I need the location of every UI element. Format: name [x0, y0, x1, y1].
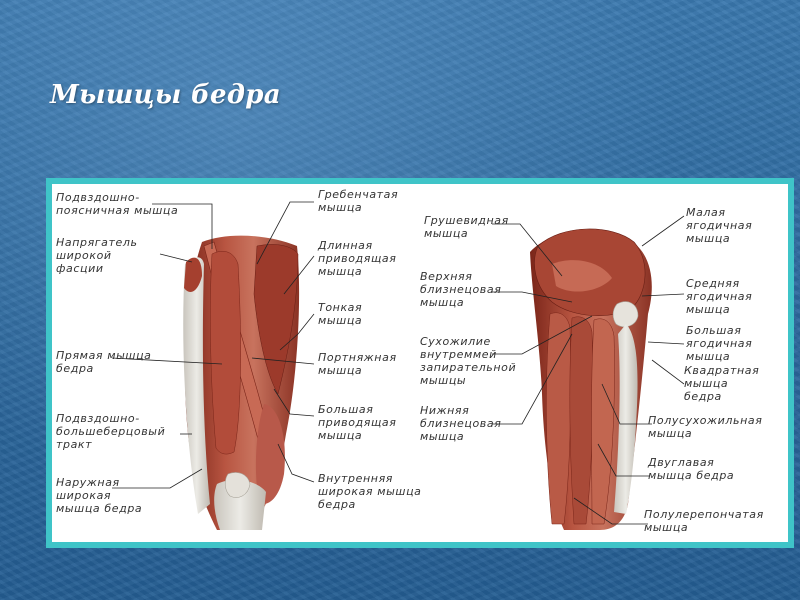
label-iliotibial-tract: Подвздошно- большеберцовый тракт — [56, 412, 166, 451]
label-obturator-internus-tendon: Сухожилие внутреммей запирательной мышцы — [420, 335, 517, 387]
label-gluteus-medius: Средняя ягодичная мышца — [686, 277, 753, 316]
piriformis-shape — [552, 260, 612, 292]
label-gluteus-maximus: Большая ягодичная мышца — [686, 324, 753, 363]
adductor-shape — [253, 244, 299, 395]
anterior-thigh-figure — [183, 235, 300, 530]
biceps-shape — [591, 318, 615, 525]
label-piriformis: Грушевидная мышца — [424, 214, 509, 240]
label-biceps-femoris: Двуглавая мышца бедра — [648, 456, 735, 482]
posterior-thigh-figure — [530, 228, 652, 530]
label-semimembranosus: Полулерепончатая мышца — [644, 508, 764, 534]
label-iliopsoas: Подвздошно- поясничная мышца — [56, 191, 179, 217]
label-gracilis: Тонкая мышца — [318, 301, 363, 327]
patella-shape — [224, 472, 251, 498]
label-sartorius: Портняжная мышца — [318, 351, 397, 377]
label-rectus-femoris: Прямая мышца бедра — [56, 349, 152, 375]
label-gemellus-inferior: Нижняя близнецовая мышца — [420, 404, 502, 443]
label-semitendinosus: Полусухожильная мышца — [648, 414, 763, 440]
trochanter-shape — [612, 301, 639, 328]
diagram-panel: Подвздошно- поясничная мышца Напрягатель… — [52, 184, 788, 542]
leader-lines — [111, 201, 685, 525]
label-adductor-longus: Длинная приводящая мышца — [318, 239, 397, 278]
rectus-shape — [210, 251, 241, 455]
label-vastus-lateralis: Наружная широкая мышца бедра — [56, 476, 143, 515]
label-vastus-medialis: Внутренняя широкая мышца бедра — [318, 472, 422, 511]
itract-shape — [183, 257, 210, 514]
label-gluteus-minimus: Малая ягодичная мышца — [686, 206, 753, 245]
vastus-medialis-shape — [255, 404, 285, 505]
semimembranosus-shape — [546, 312, 571, 525]
tensor-shape — [184, 257, 202, 292]
label-pectineus: Гребенчатая мышца — [318, 188, 399, 214]
semitendinosus-shape — [569, 316, 593, 525]
itract-posterior-shape — [614, 324, 638, 514]
page-title: Мышцы бедра — [50, 80, 281, 110]
label-tensor-fasciae: Напрягатель широкой фасции — [56, 236, 138, 275]
thigh-muscles-illustration — [111, 201, 685, 530]
label-adductor-magnus: Большая приводящая мышца — [318, 403, 397, 442]
label-quadratus-femoris: Квадратная мышца бедра — [684, 364, 760, 403]
label-gemellus-superior: Верхняя близнецовая мышца — [420, 270, 502, 309]
